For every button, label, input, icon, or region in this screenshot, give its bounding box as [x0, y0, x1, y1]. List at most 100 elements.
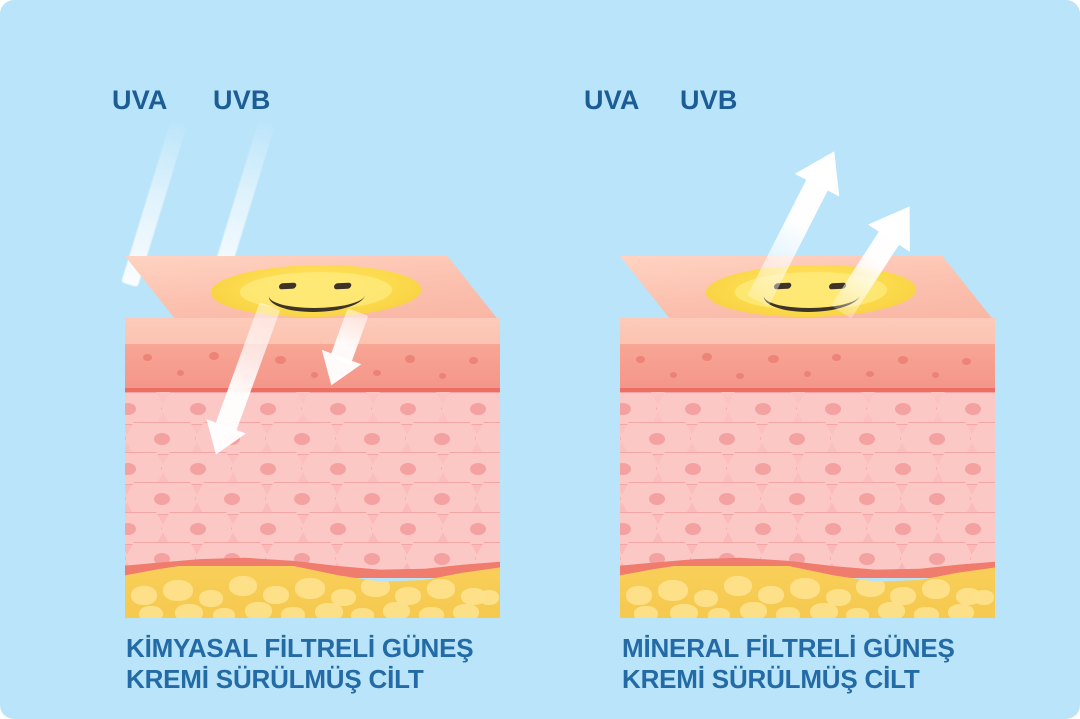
dermis-cell-nucleus	[470, 522, 486, 535]
dermis-cell-nucleus	[685, 522, 701, 535]
dermis-cell-nucleus	[470, 462, 486, 475]
dermis-cell-nucleus	[364, 432, 380, 445]
dermis-cell-nucleus	[965, 522, 981, 535]
dermis-cell	[301, 512, 375, 545]
uvb-label-chemical: UVB	[213, 85, 271, 115]
dermis-cell	[690, 482, 764, 515]
dermis-cell-nucleus	[620, 402, 631, 415]
fat-cell	[878, 602, 905, 618]
dermis-cell	[371, 452, 445, 485]
dermis-cell-nucleus	[929, 492, 945, 505]
dermis-cell	[830, 422, 904, 455]
dermis-cell-nucleus	[895, 402, 911, 415]
dermis-cell-nucleus	[400, 402, 416, 415]
uva-label-chemical: UVA	[112, 85, 168, 115]
fat-cell	[890, 587, 916, 605]
dermis-cell	[301, 452, 375, 485]
caption-chemical: KİMYASAL FİLTRELİ GÜNEŞ KREMİ SÜRÜLMÜŞ C…	[126, 633, 474, 694]
fat-cell	[453, 604, 479, 618]
dermis-cell-nucleus	[260, 522, 276, 535]
dermis-cell-nucleus	[224, 432, 240, 445]
dermis-cell-nucleus	[755, 462, 771, 475]
fat-cell	[810, 603, 838, 618]
dermis-cell-nucleus	[434, 552, 450, 565]
dermis-cell-nucleus	[755, 522, 771, 535]
caption-mineral: MİNERAL FİLTRELİ GÜNEŞ KREMİ SÜRÜLMÜŞ Cİ…	[622, 633, 955, 694]
fat-cell	[658, 580, 688, 601]
dermis-cell-nucleus	[434, 432, 450, 445]
dermis-cell	[125, 422, 199, 455]
layer-epidermis	[125, 344, 500, 390]
dermis-cell	[265, 482, 339, 515]
dermis-cell-nucleus	[859, 552, 875, 565]
fat-cell	[694, 590, 718, 607]
dermis-cell	[656, 452, 730, 485]
fat-cell	[175, 604, 203, 618]
dermis-cell	[970, 482, 995, 515]
dermis-cell-nucleus	[190, 402, 206, 415]
caption-chemical-line1: KİMYASAL FİLTRELİ GÜNEŞ	[126, 633, 474, 663]
dermis-cell	[301, 392, 375, 425]
dermis-cell	[231, 452, 305, 485]
caption-mineral-line2: KREMİ SÜRÜLMÜŞ CİLT	[622, 663, 920, 694]
dermis-cell	[726, 452, 800, 485]
layer-basal	[125, 388, 500, 393]
fat-cell	[245, 602, 272, 618]
fat-cell	[263, 586, 289, 604]
fat-cell	[163, 580, 193, 601]
dermis-cell	[760, 422, 834, 455]
fat-cell	[826, 589, 851, 606]
dermis-cell	[441, 452, 500, 485]
dermis-cell-nucleus	[929, 432, 945, 445]
layer-stratum-corneum	[125, 318, 500, 344]
dermis-cell-nucleus	[154, 492, 170, 505]
fat-cell	[315, 603, 343, 618]
fat-cell	[790, 578, 820, 599]
dermis-cell	[936, 512, 995, 545]
dermis-cell-nucleus	[190, 462, 206, 475]
dermis-cell-nucleus	[895, 522, 911, 535]
dermis-cell-nucleus	[620, 462, 631, 475]
layer-dermis	[620, 392, 995, 575]
dermis-cell	[161, 452, 235, 485]
dermis-cell	[726, 392, 800, 425]
dermis-cell	[796, 512, 870, 545]
dermis-cell-nucleus	[330, 522, 346, 535]
dermis-cell	[195, 482, 269, 515]
fat-cell	[708, 608, 730, 618]
dermis-cell-nucleus	[929, 552, 945, 565]
dermis-cell	[760, 482, 834, 515]
skin-block-mineral	[620, 256, 995, 618]
fat-cell	[331, 589, 356, 606]
dermis-cell	[125, 452, 165, 485]
dermis-cell-nucleus	[190, 522, 206, 535]
dermis-cell-nucleus	[125, 402, 136, 415]
dermis-cell-nucleus	[434, 492, 450, 505]
layer-epidermis	[620, 344, 995, 390]
panel-chemical-sunscreen: UVA UVB	[112, 85, 500, 694]
skin-cross-section-chemical	[125, 318, 500, 618]
fat-cell	[383, 602, 410, 618]
dermis-cell-nucleus	[294, 492, 310, 505]
dermis-cell	[125, 392, 165, 425]
dermis-cell-nucleus	[719, 432, 735, 445]
dermis-cell	[231, 512, 305, 545]
dermis-cell	[371, 512, 445, 545]
fat-cell	[427, 579, 455, 599]
fat-cell	[634, 606, 658, 618]
dermis-cell	[441, 512, 500, 545]
fat-cell	[922, 579, 950, 599]
dermis-cell	[620, 392, 660, 425]
fat-cell	[948, 604, 974, 618]
layer-basal	[620, 388, 995, 393]
dermis-cell-nucleus	[330, 462, 346, 475]
dermis-cell-nucleus	[125, 522, 136, 535]
dermis-cell	[970, 422, 995, 455]
sunscreen-eye-left	[278, 282, 298, 290]
fat-cell	[856, 577, 885, 597]
dermis-cell-nucleus	[789, 432, 805, 445]
fat-cell	[199, 590, 223, 607]
fat-cell	[914, 607, 939, 618]
dermis-cell-nucleus	[400, 522, 416, 535]
